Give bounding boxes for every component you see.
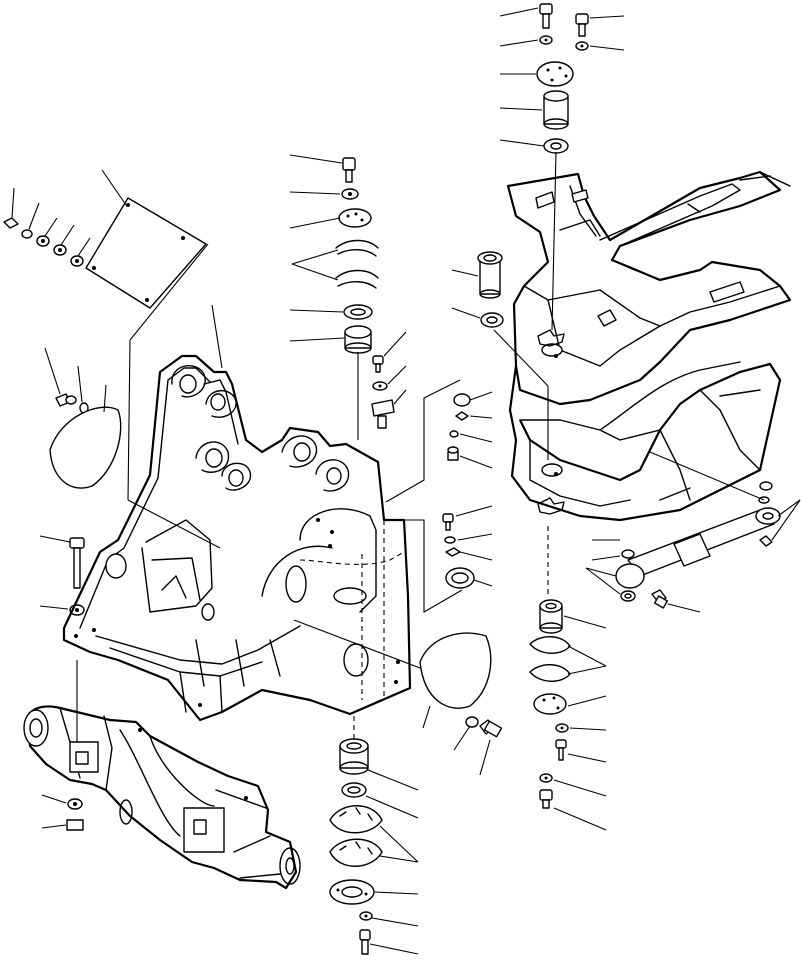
front-frame [62,243,412,722]
right-pin-stack-lower [529,526,607,831]
steering-cylinder [585,451,801,613]
right-pin-stack-upper [499,3,625,331]
inspection-cover [293,619,503,776]
center-pin-stack-lower [329,716,419,955]
center-pin-stack-upper [289,154,379,440]
pin-lock-hardware [371,331,407,429]
rear-axle [23,660,301,890]
hardware-group-a [385,379,493,503]
rear-bushing [451,251,549,460]
rear-frame [506,170,792,522]
hardware-group-b [404,505,493,613]
cover-plate-hardware [3,187,91,267]
cover-plate [85,169,207,309]
bracket-hardware-left [44,347,122,489]
